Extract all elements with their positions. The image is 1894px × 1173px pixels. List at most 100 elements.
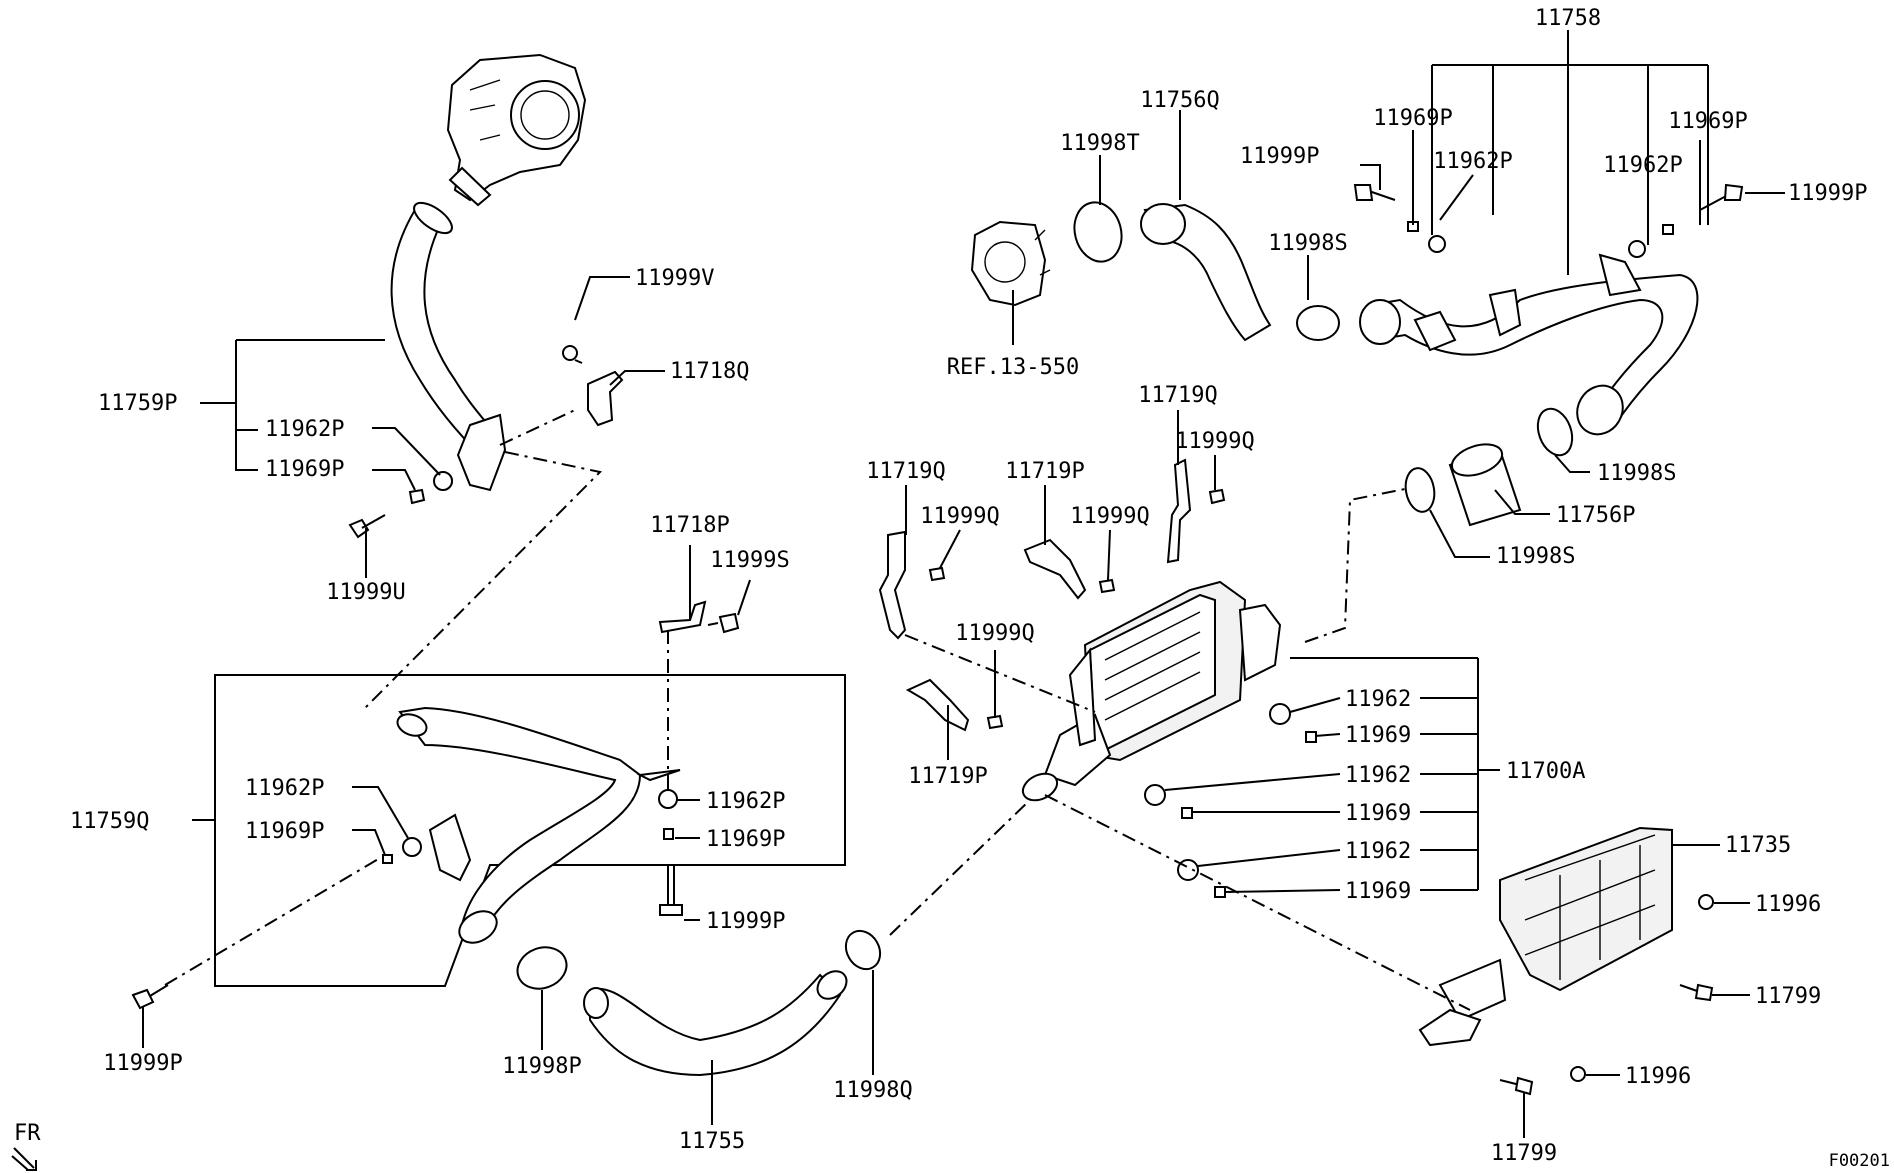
label-11969P-c: 11969P: [265, 457, 344, 482]
clamp-11998Q-drawing: [844, 929, 882, 971]
label-11718P: 11718P: [650, 513, 729, 538]
label-11799-b: 11799: [1491, 1141, 1557, 1166]
turbocharger-drawing: [446, 53, 587, 207]
label-front: FR: [14, 1121, 41, 1146]
label-11962P-d: 11962P: [706, 789, 785, 814]
gasket-11962P-box-drawing: [402, 837, 422, 857]
label-11998S-a: 11998S: [1268, 231, 1347, 256]
centerline-guard: [1044, 794, 1471, 1011]
bolt-11999Q-left-drawing: [928, 566, 946, 582]
seal-11969P-drawing: [408, 488, 426, 505]
label-11756Q: 11756Q: [1140, 88, 1219, 113]
bolt-11999U-drawing: [348, 514, 386, 539]
intercooler-pipe-11758-drawing: [1359, 253, 1699, 436]
bolt-11799-bottom-drawing: [1499, 1076, 1534, 1096]
leader-11998S-low: [1429, 509, 1490, 558]
leader-11759P: [200, 339, 385, 471]
bolt-11999S-drawing: [707, 612, 740, 634]
bracket-11718P-drawing: [658, 600, 707, 634]
leader-11999S: [737, 579, 751, 616]
gasket-11962P-right-a-drawing: [1428, 235, 1446, 253]
label-11999S: 11999S: [710, 548, 789, 573]
label-11969-b: 11969: [1345, 801, 1411, 826]
gasket-11962-a-drawing: [1269, 703, 1291, 725]
intercooler-guard-11735-drawing: [1418, 826, 1673, 1047]
leader-11999P-upper-left: [1360, 164, 1381, 190]
label-11962-c: 11962: [1345, 839, 1411, 864]
bolt-11999P-left-drawing: [131, 984, 169, 1010]
seal-11969-c-drawing: [1214, 886, 1226, 898]
leader-11969-a: [1314, 733, 1341, 737]
label-11735: 11735: [1725, 833, 1791, 858]
gasket-11962P-drawing: [433, 471, 453, 491]
centerline-11999P-left: [164, 857, 381, 986]
leader-11962P-top: [372, 427, 441, 476]
label-11718Q: 11718Q: [670, 359, 749, 384]
label-11759Q: 11759Q: [70, 809, 149, 834]
clamp-11998S-low-drawing: [1404, 467, 1436, 513]
bolt-11999P-center-drawing: [659, 865, 683, 916]
label-11996-b: 11996: [1625, 1064, 1691, 1089]
label-11999P-d: 11999P: [103, 1051, 182, 1076]
leader-11998S-mid: [1554, 454, 1590, 473]
seal-11969P-center-drawing: [663, 828, 674, 840]
label-11719P-b: 11719P: [908, 764, 987, 789]
leader-11962-b: [1164, 773, 1341, 791]
throttle-body-drawing: [970, 220, 1051, 307]
leader-11969P-box: [352, 829, 386, 856]
leader-11962-c: [1197, 849, 1341, 867]
centerline-11998Q: [889, 799, 1031, 936]
label-11756P: 11756P: [1556, 503, 1635, 528]
label-11719Q-a: 11719Q: [1138, 383, 1217, 408]
label-11999Q-a: 11999Q: [1175, 429, 1254, 454]
gasket-11962-b-drawing: [1144, 784, 1166, 806]
clamp-11998S-mid-drawing: [1536, 407, 1574, 457]
clamp-11998P-drawing: [516, 946, 568, 990]
label-11999Q-c: 11999Q: [1070, 504, 1149, 529]
label-11999V: 11999V: [635, 266, 714, 291]
label-11999P-c: 11999P: [706, 909, 785, 934]
nut-11996-right-drawing: [1698, 894, 1714, 910]
label-11962P-c: 11962P: [265, 417, 344, 442]
label-11999Q-b: 11999Q: [920, 504, 999, 529]
seal-11969P-box-drawing: [382, 854, 393, 864]
label-11759P: 11759P: [98, 391, 177, 416]
label-11969P-e: 11969P: [245, 819, 324, 844]
intake-pipe-11759Q-drawing: [396, 706, 681, 944]
intercooler-11700A-drawing: [1021, 580, 1282, 802]
label-11999P-b: 11999P: [1788, 181, 1867, 206]
bolt-11799-right-drawing: [1679, 983, 1714, 1002]
bracket-11719Q-left-drawing: [878, 530, 907, 640]
intake-pipe-11759P-drawing: [390, 201, 507, 492]
label-11799-a: 11799: [1755, 984, 1821, 1009]
label-11755: 11755: [679, 1129, 745, 1154]
centerline-pipe-link: [364, 451, 603, 709]
seal-11969P-right-b-drawing: [1662, 224, 1674, 235]
clamp-11998S-top-drawing: [1296, 305, 1340, 341]
label-11962-a: 11962: [1345, 687, 1411, 712]
label-11999U: 11999U: [326, 580, 405, 605]
label-11700A: 11700A: [1506, 759, 1585, 784]
clamp-11998T-drawing: [1073, 201, 1123, 263]
leader-11969-c: [1224, 889, 1341, 893]
label-11719P-a: 11719P: [1005, 459, 1084, 484]
label-11998T: 11998T: [1060, 131, 1139, 156]
nut-11996-bottom-drawing: [1570, 1066, 1586, 1082]
label-11969P-b: 11969P: [1668, 109, 1747, 134]
hose-11755-drawing: [583, 970, 848, 1077]
label-11969P-d: 11969P: [706, 827, 785, 852]
label-11719Q-b: 11719Q: [866, 459, 945, 484]
seal-11969-b-drawing: [1181, 807, 1193, 819]
leader-11756P: [1494, 489, 1550, 515]
label-11962P-a: 11962P: [1433, 149, 1512, 174]
label-11962P-e: 11962P: [245, 776, 324, 801]
leader-11758: [1431, 30, 1709, 275]
bolt-11999P-upper-left-drawing: [1353, 184, 1396, 201]
label-ref-13-550: REF.13-550: [947, 355, 1079, 380]
centerline-11718Q: [499, 409, 576, 446]
bolt-11999Q-mid-drawing: [1098, 578, 1116, 594]
figure-code: F00201: [1829, 1151, 1890, 1171]
label-11962P-b: 11962P: [1603, 153, 1682, 178]
bracket-11719P-upper-drawing: [1023, 538, 1087, 600]
